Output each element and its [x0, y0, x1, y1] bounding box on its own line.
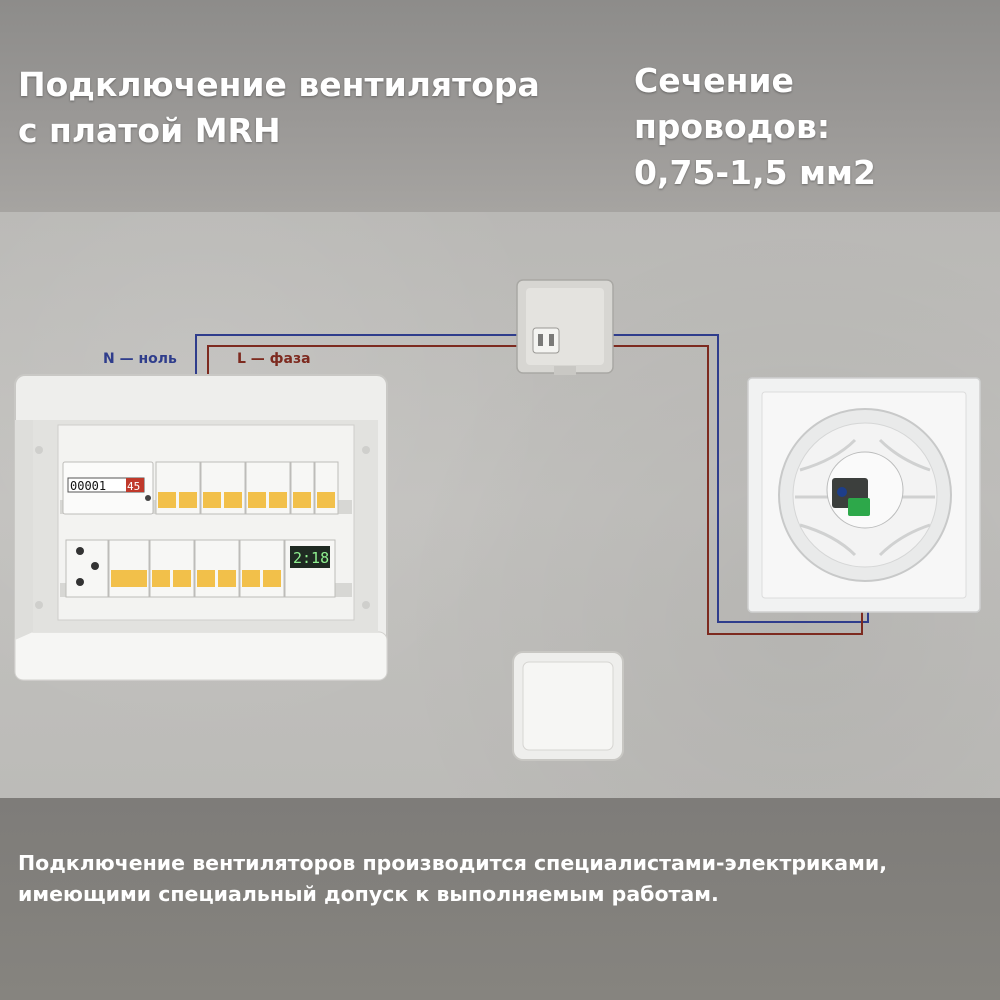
meter-reading-fraction: 45 [127, 480, 140, 493]
wire-section-note: Сечение проводов: 0,75-1,5 мм2 [634, 58, 994, 196]
breaker-toggle [293, 492, 311, 508]
breaker-toggle [263, 570, 281, 587]
page-title: Подключение вентилятора с платой MRH [18, 62, 578, 154]
timer-display: 2:18 [293, 549, 329, 567]
breaker-toggle [218, 570, 236, 587]
terminal-block [848, 498, 870, 516]
light-switch [512, 651, 624, 761]
junction-connector [532, 327, 560, 354]
distribution-panel: 00001 45 [14, 374, 388, 681]
breaker-toggle [111, 570, 147, 587]
exhaust-fan [747, 377, 981, 613]
breaker-toggle [242, 570, 260, 587]
top-title-band [0, 0, 1000, 212]
page-title-line-1: Подключение вентилятора [18, 65, 540, 104]
breaker-toggle [158, 492, 176, 508]
phase-wire-label: L — фаза [237, 351, 311, 367]
breaker-toggle [248, 492, 266, 508]
fan-louvers [795, 438, 935, 557]
breakers-top-row [155, 461, 339, 515]
wire-section-value: 0,75-1,5 мм2 [634, 153, 876, 192]
breakers-bottom-row: 2:18 [65, 539, 336, 598]
breaker-toggle [173, 570, 191, 587]
neutral-wire-label: N — ноль [103, 351, 177, 367]
junction-box [516, 279, 614, 375]
breaker-toggle [203, 492, 221, 508]
breaker-toggle [269, 492, 287, 508]
bottom-warning-band [0, 798, 1000, 1000]
meter-reading: 00001 [70, 479, 106, 493]
page-title-line-2: с платой MRH [18, 111, 281, 150]
breaker-toggle [317, 492, 335, 508]
safety-warning-line-2: имеющими специальный допуск к выполняемы… [18, 882, 719, 906]
energy-meter: 00001 45 [62, 461, 154, 515]
mrh-control-board [832, 478, 870, 516]
wire-section-heading: Сечение проводов: [634, 61, 831, 146]
timer-relay: 2:18 [284, 539, 336, 598]
breaker-toggle [152, 570, 170, 587]
breaker-toggle [179, 492, 197, 508]
breaker-toggle [224, 492, 242, 508]
safety-warning: Подключение вентиляторов производится сп… [18, 848, 993, 910]
breaker-toggle [197, 570, 215, 587]
safety-warning-line-1: Подключение вентиляторов производится сп… [18, 851, 888, 875]
